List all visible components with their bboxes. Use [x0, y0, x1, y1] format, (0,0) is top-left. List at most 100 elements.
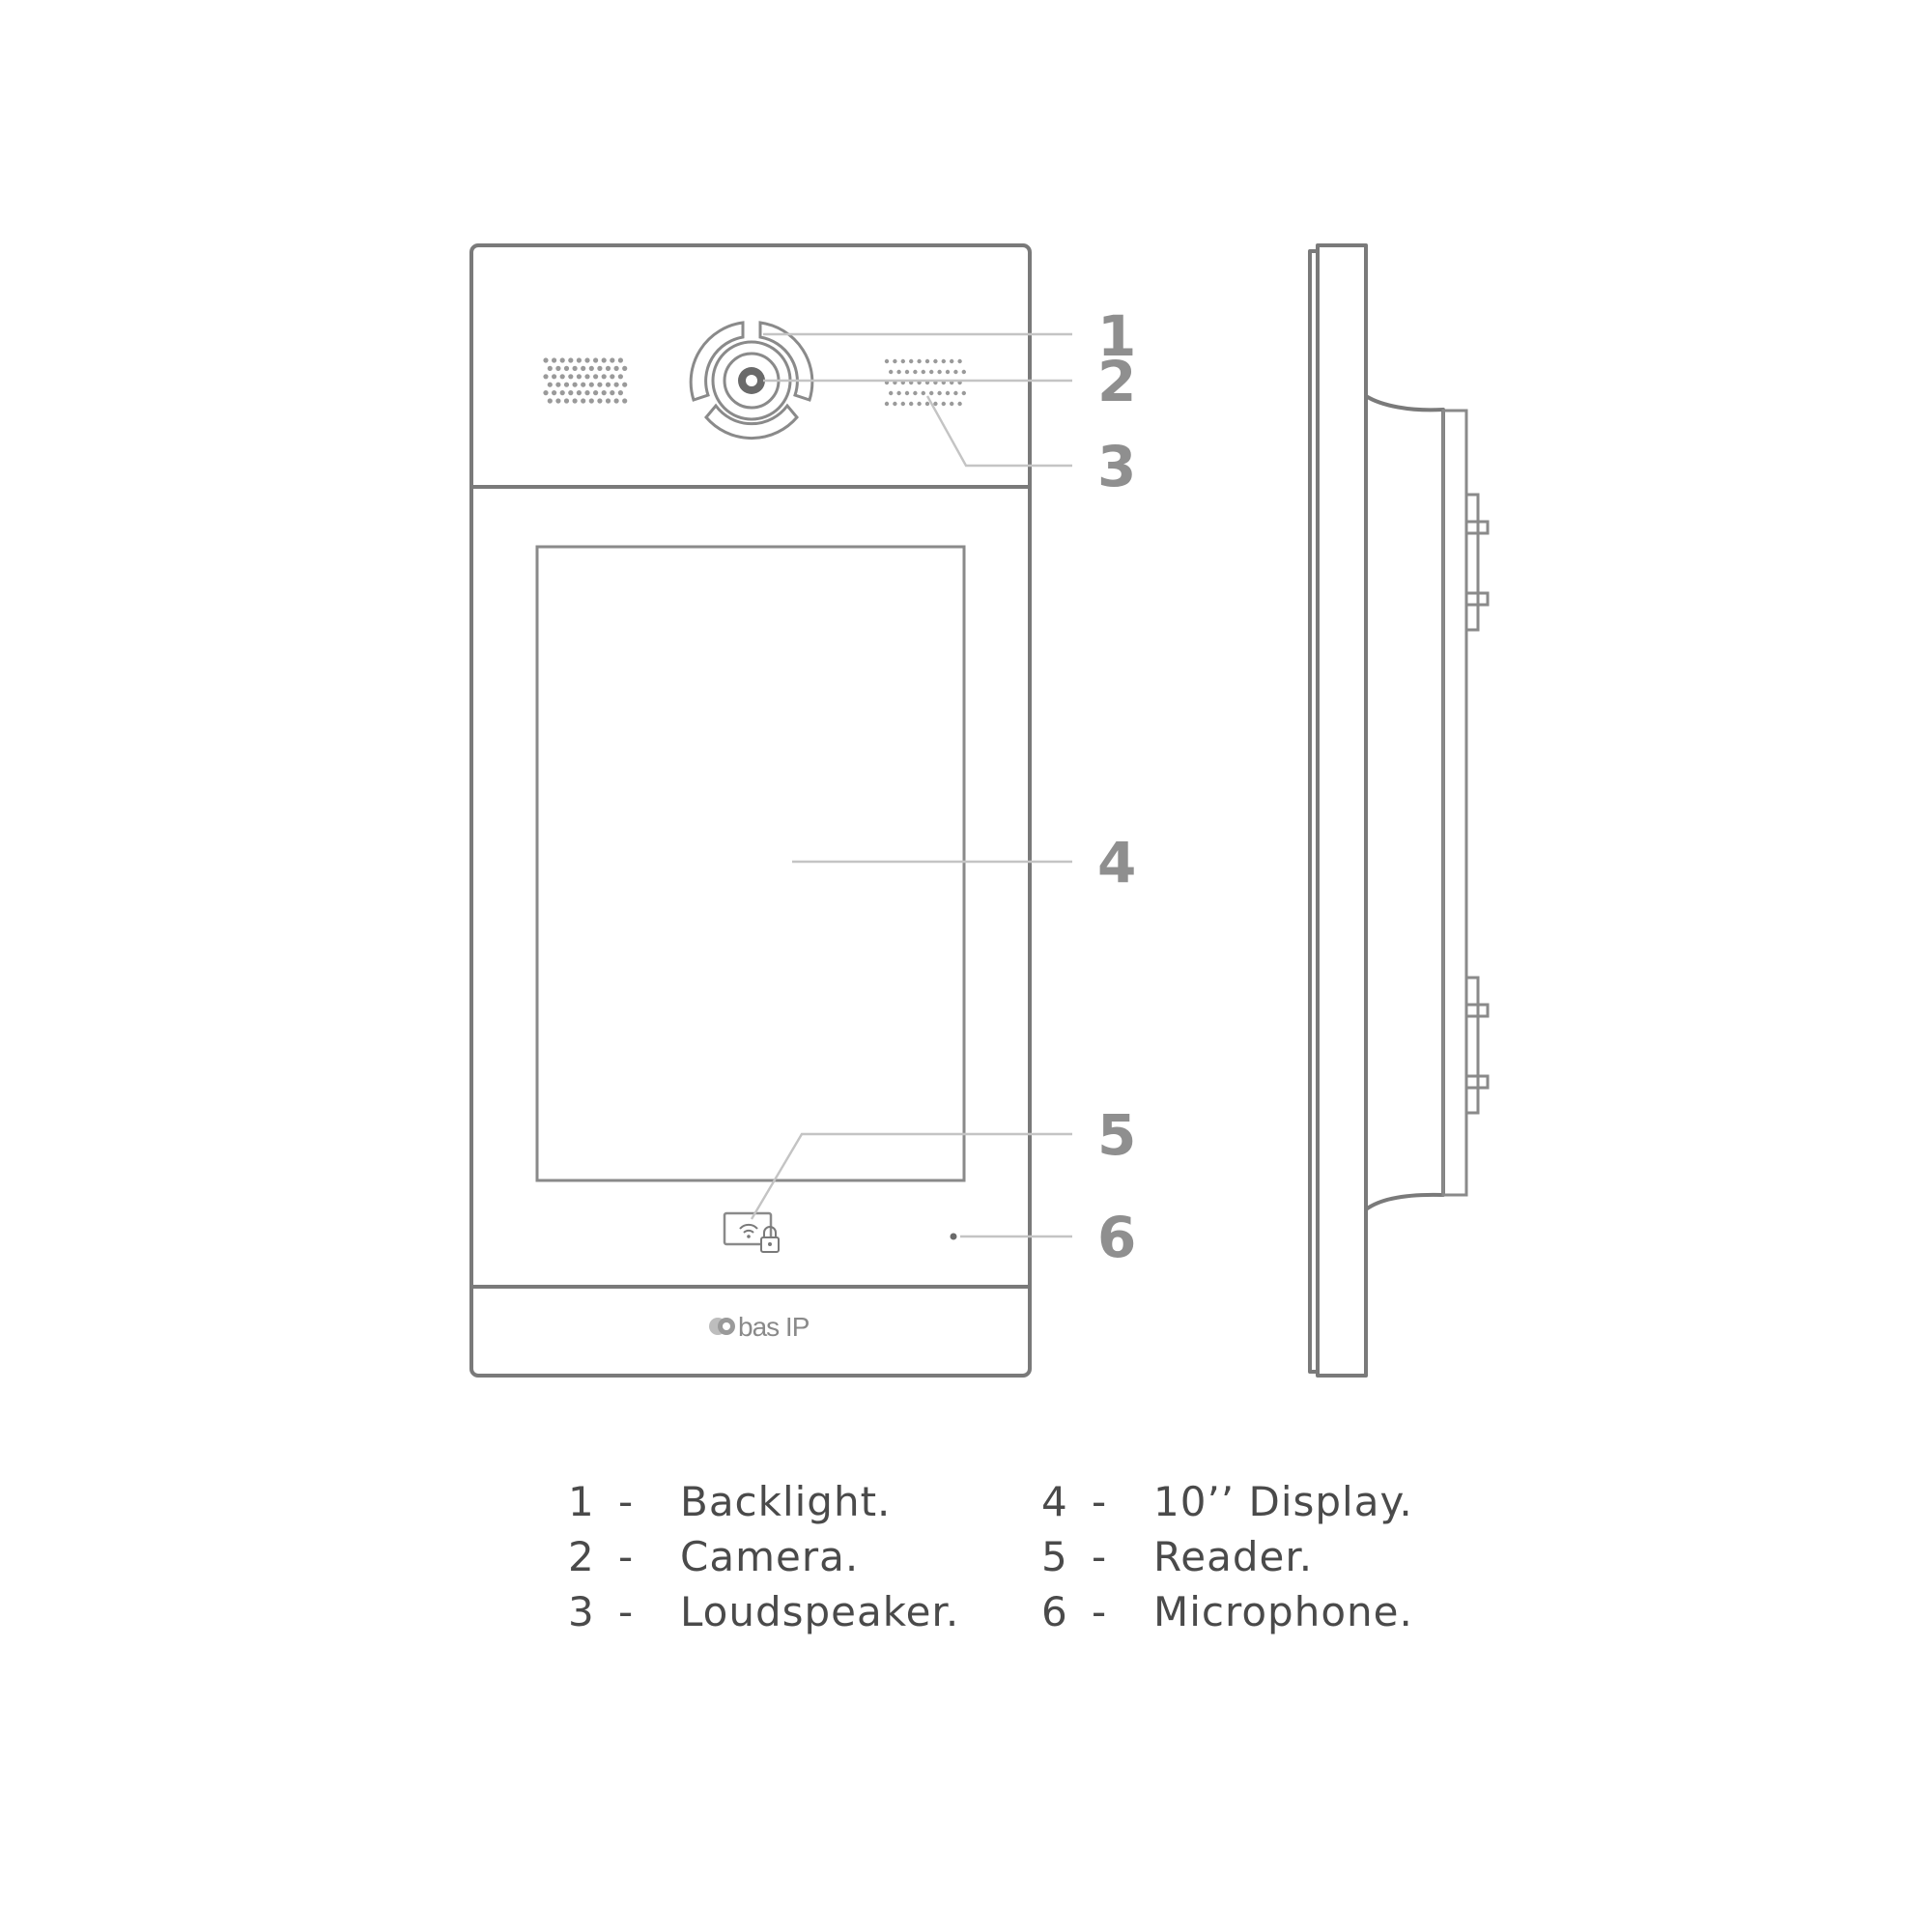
grille-hole	[622, 398, 628, 404]
grille-hole	[917, 358, 922, 364]
grille-hole	[547, 365, 553, 371]
callout-5: 5	[1097, 1102, 1136, 1168]
grille-hole	[563, 398, 570, 404]
grille-hole	[552, 374, 557, 380]
legend-item-2: 2-Camera.	[568, 1533, 859, 1580]
grille-hole	[610, 374, 615, 380]
legend-dash: -	[618, 1478, 635, 1525]
grille-hole	[953, 390, 958, 396]
side-front-face	[1316, 243, 1368, 1378]
legend: 1-Backlight. 2-Camera. 3-Loudspeaker. 4-…	[0, 1478, 1932, 1671]
grille-hole	[900, 401, 905, 407]
display-screen	[535, 545, 966, 1182]
logo-text: bas IP	[738, 1312, 810, 1342]
grille-hole	[937, 390, 942, 396]
grille-hole	[601, 390, 607, 396]
grille-hole	[610, 390, 615, 396]
legend-dash: -	[618, 1533, 635, 1580]
grille-hole	[581, 365, 586, 371]
loudspeaker-grille	[884, 358, 966, 407]
grille-hole	[913, 369, 918, 375]
legend-label: 10’’ Display.	[1153, 1478, 1413, 1525]
legend-num: 2	[568, 1533, 595, 1580]
grille-hole	[601, 357, 607, 363]
grille-hole	[913, 390, 918, 396]
front-panel-outline	[469, 243, 1032, 1378]
grille-hole	[559, 374, 565, 380]
grille-hole	[597, 398, 603, 404]
card-reader-icon	[723, 1211, 780, 1253]
legend-num: 5	[1041, 1533, 1068, 1580]
grille-hole	[613, 382, 619, 387]
legend-label: Backlight.	[680, 1478, 892, 1525]
legend-num: 4	[1041, 1478, 1068, 1525]
grille-hole	[605, 398, 611, 404]
grille-hole	[900, 358, 905, 364]
lock-icon	[760, 1226, 780, 1253]
grille-hole	[613, 365, 619, 371]
grille-hole	[568, 374, 574, 380]
grille-hole	[961, 369, 966, 375]
front-view: bas IP 1 2 3 4 5 6	[469, 243, 1136, 1378]
leader-3	[925, 395, 1072, 468]
grille-hole	[924, 401, 930, 407]
grille-hole	[613, 398, 619, 404]
grille-hole	[547, 382, 553, 387]
callout-4: 4	[1097, 830, 1136, 895]
grille-hole	[617, 390, 624, 396]
grille-hole	[884, 358, 890, 364]
legend-item-1: 1-Backlight.	[568, 1478, 891, 1525]
legend-label: Reader.	[1153, 1533, 1314, 1580]
grille-hole	[588, 382, 594, 387]
grille-hole	[559, 357, 565, 363]
grille-hole	[889, 369, 894, 375]
mount-clip-top	[1464, 493, 1490, 632]
grille-hole	[957, 401, 962, 407]
grille-hole	[953, 369, 958, 375]
grille-hole	[547, 398, 553, 404]
grille-hole	[543, 357, 549, 363]
grille-hole	[896, 390, 901, 396]
grille-hole	[576, 374, 582, 380]
grille-hole	[961, 390, 966, 396]
grille-hole	[555, 398, 561, 404]
grille-hole	[889, 390, 894, 396]
grille-hole	[543, 390, 549, 396]
legend-label: Microphone.	[1153, 1588, 1413, 1635]
grille-hole	[555, 365, 561, 371]
legend-item-6: 6-Microphone.	[1041, 1588, 1413, 1635]
grille-hole	[945, 390, 951, 396]
callout-2: 2	[1097, 349, 1136, 414]
grille-hole	[921, 390, 925, 396]
legend-dash: -	[618, 1588, 635, 1635]
grille-hole	[950, 401, 954, 407]
callout-numbers: 1 2 3 4 5 6	[1097, 303, 1136, 1270]
grille-hole	[924, 358, 930, 364]
grille-hole	[576, 357, 582, 363]
callout-1: 1	[1097, 303, 1136, 369]
grille-hole	[572, 382, 578, 387]
grille-hole	[605, 365, 611, 371]
grille-hole	[909, 358, 914, 364]
basip-logo-icon: bas IP	[709, 1312, 810, 1342]
callout-6: 6	[1097, 1205, 1136, 1270]
grille-hole	[568, 357, 574, 363]
side-mount-plate	[1441, 409, 1468, 1197]
side-view	[1308, 243, 1490, 1378]
grille-hole	[597, 365, 603, 371]
grille-hole	[593, 374, 599, 380]
grille-hole	[945, 369, 951, 375]
grille-hole	[917, 401, 922, 407]
grille-hole	[588, 365, 594, 371]
left-grille	[543, 357, 628, 404]
grille-hole	[581, 398, 586, 404]
grille-hole	[617, 374, 624, 380]
legend-item-5: 5-Reader.	[1041, 1533, 1313, 1580]
grille-hole	[941, 358, 946, 364]
legend-num: 6	[1041, 1588, 1068, 1635]
legend-dash: -	[1092, 1588, 1108, 1635]
legend-num: 1	[568, 1478, 595, 1525]
grille-hole	[904, 369, 910, 375]
grille-hole	[552, 390, 557, 396]
legend-dash: -	[1092, 1478, 1108, 1525]
